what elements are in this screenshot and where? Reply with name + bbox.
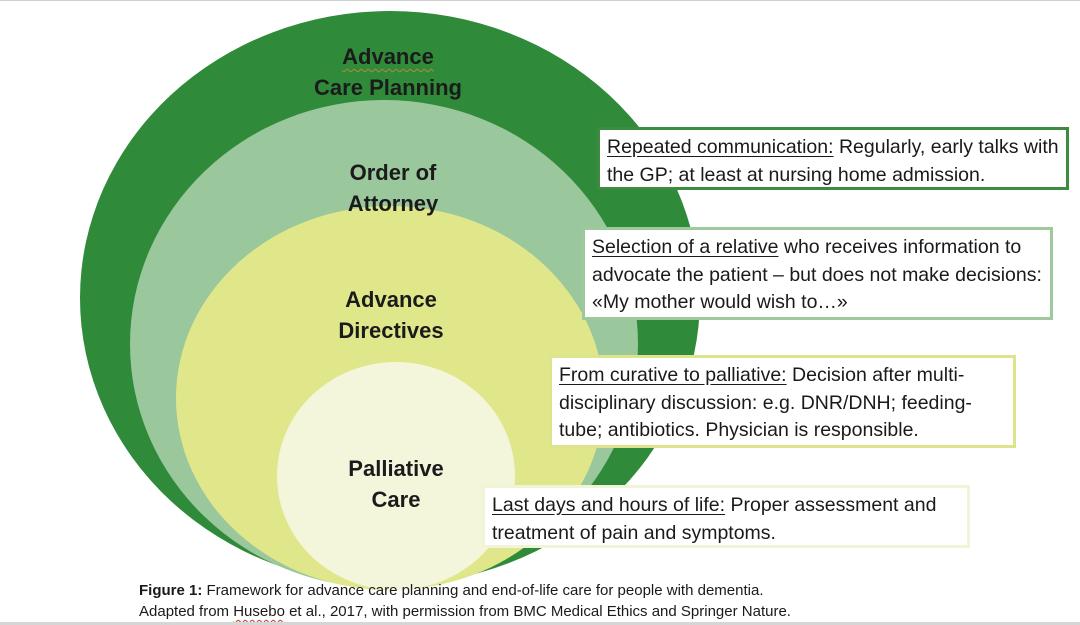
label-line: Advance [342,44,434,69]
caption-author: Husebo [233,603,285,620]
label-line: Directives [338,318,444,343]
label-line: Advance [345,287,437,312]
label-line: Attorney [347,191,439,216]
note-body: Decision after multi-disciplinary discus… [559,364,972,441]
note-heading: Repeated communication: [607,136,834,158]
label-line: Care [371,487,421,512]
label-palliative-care: Palliative Care [348,453,443,515]
note-body: who receives information to advocate the… [592,236,1042,313]
top-border [0,0,1080,1]
caption-label: Figure 1: [139,582,203,599]
label-line: Order of [349,160,437,185]
ring-palliative-care [277,362,515,590]
note-repeated-communication: Repeated communication: Regularly, early… [597,127,1069,190]
caption-line-2: Adapted from Husebo et al., 2017, with p… [139,601,791,622]
figure-caption: Figure 1: Framework for advance care pla… [139,580,791,622]
label-line: Care Planning [314,75,462,100]
label-advance-care-planning: Advance Care Planning [314,41,462,103]
note-last-days: Last days and hours of life: Proper asse… [482,485,970,548]
label-advance-directives: Advance Directives [338,284,443,346]
note-heading: Selection of a relative [592,236,779,258]
caption-text: Framework for advance care planning and … [202,582,764,599]
caption-text: et al., 2017, with permission from BMC M… [284,603,791,620]
caption-text: Adapted from [139,603,234,620]
label-line: Palliative [348,456,444,481]
note-selection-of-relative: Selection of a relative who receives inf… [582,227,1053,320]
note-heading: Last days and hours of life: [492,494,726,516]
note-body: Proper assessment and treatment of pain … [492,494,937,544]
note-body: Regularly, early talks with the GP; at l… [607,136,1059,186]
bottom-border [0,622,1080,625]
note-heading: From curative to palliative: [559,364,787,386]
caption-line-1: Figure 1: Framework for advance care pla… [139,580,791,601]
label-order-of-attorney: Order of Attorney [348,157,438,219]
note-curative-to-palliative: From curative to palliative: Decision af… [549,355,1016,448]
